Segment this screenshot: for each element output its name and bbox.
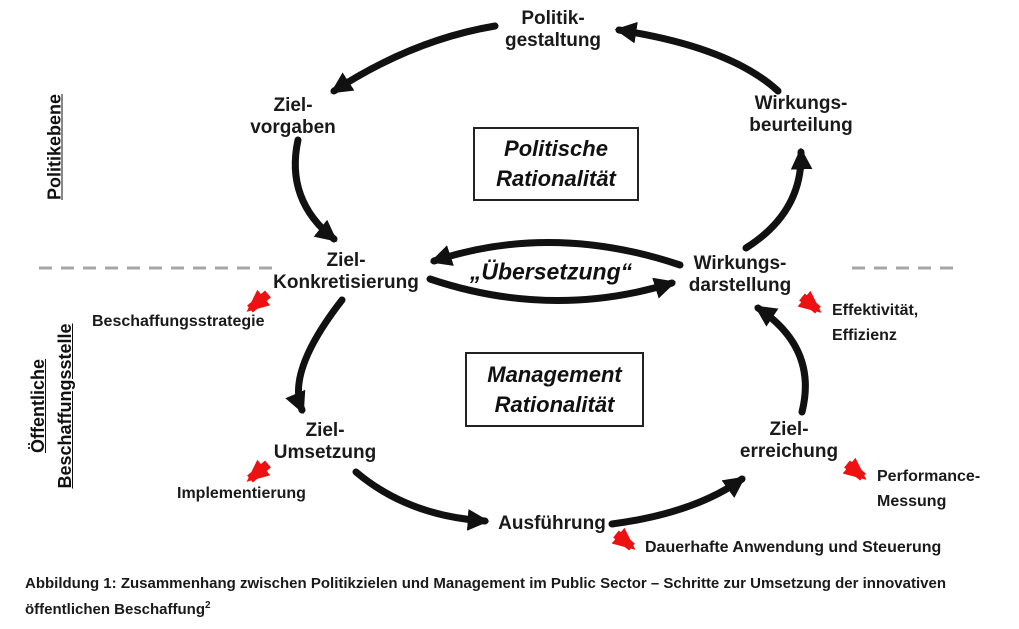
arrow-uebersetzung-to-wirkungsdarstellung [426, 275, 677, 304]
node-line: Konkretisierung [273, 272, 419, 293]
node-wirkungs-beurteilung: Wirkungs- beurteilung [749, 93, 852, 137]
node-line: Wirkungs- [754, 92, 848, 114]
node-ziel-konkretisierung: Ziel- Konkretisierung [273, 250, 419, 294]
node-ziel-vorgaben: Ziel- vorgaben [250, 95, 336, 139]
annot-line: Messung [877, 493, 947, 510]
arrow-ausfuehrung-to-zielerreichung [608, 475, 746, 528]
box-management-rationalitaet: Management Rationalität [465, 352, 644, 427]
annot-line: Effizienz [832, 327, 897, 344]
red-arrow-performance-messung [842, 457, 867, 481]
box-line: Rationalität [494, 391, 615, 417]
label-dauerhafte-anwendung: Dauerhafte Anwendung und Steuerung [645, 539, 942, 556]
node-politik-gestaltung: Politik- gestaltung [505, 8, 601, 52]
node-ziel-erreichung: Ziel- erreichung [740, 419, 838, 463]
node-line: Ziel- [769, 418, 809, 440]
level-label-oeffentliche-beschaffungsstelle: Öffentliche Beschaffungsstelle [25, 323, 79, 488]
node-wirkungs-darstellung: Wirkungs- darstellung [689, 253, 791, 297]
caption-line-2-text: öffentlichen Beschaffung [25, 601, 206, 618]
red-arrow-implementierung [246, 459, 271, 483]
node-line: Ausführung [498, 512, 606, 534]
arrow-zielkonkretisierung-to-zielumsetzung [285, 296, 346, 415]
node-line: Politik- [521, 7, 585, 29]
figure-caption: Abbildung 1: Zusammenhang zwischen Polit… [25, 573, 1000, 621]
level-label-politikebene: Politikebene [44, 93, 65, 201]
node-line: Ziel- [305, 419, 345, 441]
node-line: Ziel- [326, 249, 366, 271]
caption-footnote-marker: 2 [205, 600, 211, 611]
arrow-wirkungsbeurteilung-to-politikgestaltung [614, 21, 782, 95]
node-line: erreichung [739, 441, 839, 462]
node-ziel-umsetzung: Ziel- Umsetzung [274, 420, 376, 464]
box-line: Rationalität [496, 166, 616, 191]
box-line: Management [487, 361, 622, 387]
label-uebersetzung: „Übersetzung“ [469, 258, 633, 285]
level-label-line: Beschaffungsstelle [55, 323, 75, 489]
annot-line: Effektivität, [832, 302, 919, 319]
node-line: beurteilung [749, 115, 853, 136]
annot-line: Performance- [877, 468, 981, 485]
arrow-wirkungsdarstellung-to-wirkungsbeurteilung [742, 147, 813, 252]
label-implementierung: Implementierung [177, 485, 306, 502]
level-label-line: Öffentliche [28, 359, 48, 454]
box-line: Politische [504, 136, 608, 162]
node-line: gestaltung [504, 30, 602, 51]
arrow-uebersetzung-to-zielkonkretisierung [429, 239, 684, 269]
node-line: vorgaben [250, 117, 336, 138]
caption-line-1: Abbildung 1: Zusammenhang zwischen Polit… [25, 575, 946, 592]
arrow-politikgestaltung-to-zielvorgaben [330, 22, 499, 95]
red-arrow-dauerhafte-anwendung [611, 527, 636, 551]
node-line: darstellung [688, 275, 792, 296]
node-line: Umsetzung [273, 442, 377, 463]
node-line: Wirkungs- [693, 252, 787, 274]
red-arrow-beschaffungsstrategie [246, 289, 271, 313]
node-ausfuehrung: Ausführung [498, 513, 606, 535]
label-effektivitaet-effizienz: Effektivität, Effizienz [832, 298, 918, 348]
caption-line-2: öffentlichen Beschaffung2 [25, 595, 1000, 621]
label-performance-messung: Performance- Messung [877, 464, 980, 514]
label-beschaffungsstrategie: Beschaffungsstrategie [92, 313, 265, 330]
node-line: Ziel- [273, 94, 313, 116]
arrow-zielvorgaben-to-zielkonkretisierung [291, 136, 338, 243]
arrow-zielerreichung-to-wirkungsdarstellung [754, 304, 809, 416]
box-politische-rationalitaet: Politische Rationalität [473, 127, 639, 201]
arrow-zielumsetzung-to-ausfuehrung [352, 468, 490, 531]
red-arrow-effektivitaet-effizienz [797, 290, 822, 314]
